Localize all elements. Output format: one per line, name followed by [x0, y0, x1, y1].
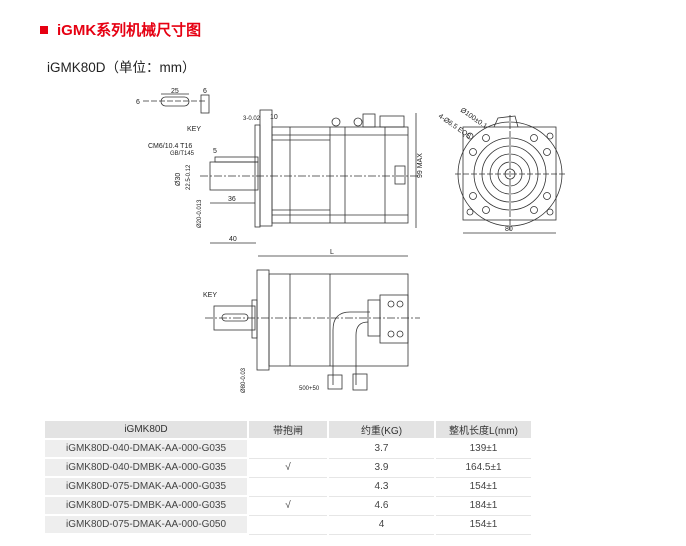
header-brake: 带抱闸: [248, 421, 329, 440]
key-detail: 25 6 6 KEY: [136, 88, 210, 133]
cell-length: 139±1: [435, 439, 533, 459]
dim-dia20: Ø20-0.013: [197, 199, 203, 228]
cell-model: iGMK80D-040-DMAK-AA-000-G035: [45, 439, 249, 459]
dim-keyway: 5: [213, 148, 217, 155]
cell-model: iGMK80D-075-DMAK-AA-000-G035: [45, 477, 249, 497]
dim-L: L: [330, 249, 334, 256]
header-length: 整机长度L(mm): [435, 421, 533, 440]
cell-brake: [248, 439, 329, 459]
dim-80: 80: [505, 226, 513, 233]
cell-brake: √: [248, 458, 329, 478]
dim-225: 22.5-0.12: [186, 164, 192, 190]
section-title: iGMK系列机械尺寸图: [40, 19, 201, 40]
cell-weight: 4.3: [328, 477, 436, 497]
dimension-drawing: 25 6 6 KEY 99 MAX 3-0.02 10 CM6/10.4 T16…: [136, 88, 565, 393]
front-view: 80 Ø100±0.1 4-Ø6.5 EQS: [437, 107, 565, 234]
title-text: iGMK系列机械尺寸图: [57, 22, 202, 39]
dim-key-length: 25: [171, 88, 179, 95]
side-view: 99 MAX 3-0.02 10 CM6/10.4 T16 GB/T145 5 …: [148, 109, 424, 257]
bottom-view: KEY Ø80-0.03 500+50: [203, 269, 420, 393]
dim-key-width: 6: [203, 88, 207, 95]
dim-key-height: 6: [136, 99, 140, 106]
cell-model: iGMK80D-075-DMBK-AA-000-G035: [45, 496, 249, 516]
cell-length: 184±1: [435, 496, 533, 516]
dim-thread: CM6/10.4 T16: [148, 143, 192, 150]
cell-brake: [248, 477, 329, 497]
cell-brake: [248, 515, 329, 535]
table-header-row: iGMK80D 带抱闸 约重(KG) 整机长度L(mm): [45, 421, 533, 440]
title-bullet-icon: [40, 25, 48, 34]
cell-weight: 3.7: [328, 439, 436, 459]
cell-length: 164.5±1: [435, 458, 533, 478]
cell-model: iGMK80D-040-DMBK-AA-000-G035: [45, 458, 249, 478]
header-weight: 约重(KG): [328, 421, 436, 440]
dim-standard: GB/T145: [170, 151, 195, 157]
cell-length: 154±1: [435, 477, 533, 497]
cell-weight: 4: [328, 515, 436, 535]
cell-weight: 4.6: [328, 496, 436, 516]
dim-height: 99 MAX: [417, 153, 424, 178]
cell-brake: √: [248, 496, 329, 516]
cell-weight: 3.9: [328, 458, 436, 478]
dim-cable: 500+50: [299, 386, 320, 392]
dim-36: 36: [228, 196, 236, 203]
dim-flange-tolerance: 3-0.02: [243, 116, 261, 122]
cell-length: 154±1: [435, 515, 533, 535]
dim-dia80: Ø80-0.03: [241, 367, 247, 393]
model-spec-table: iGMK80D 带抱闸 约重(KG) 整机长度L(mm) iGMK80D-040…: [45, 421, 533, 535]
key-label: KEY: [187, 126, 201, 133]
header-model: iGMK80D: [45, 421, 249, 440]
dim-dia30: Ø30: [175, 173, 182, 186]
model-subtitle: iGMK80D（单位：mm）: [47, 60, 196, 75]
key-label-bottom: KEY: [203, 292, 217, 299]
cell-model: iGMK80D-075-DMAK-AA-000-G050: [45, 515, 249, 535]
dim-flange-thickness: 10: [270, 114, 278, 121]
dim-40: 40: [229, 236, 237, 243]
